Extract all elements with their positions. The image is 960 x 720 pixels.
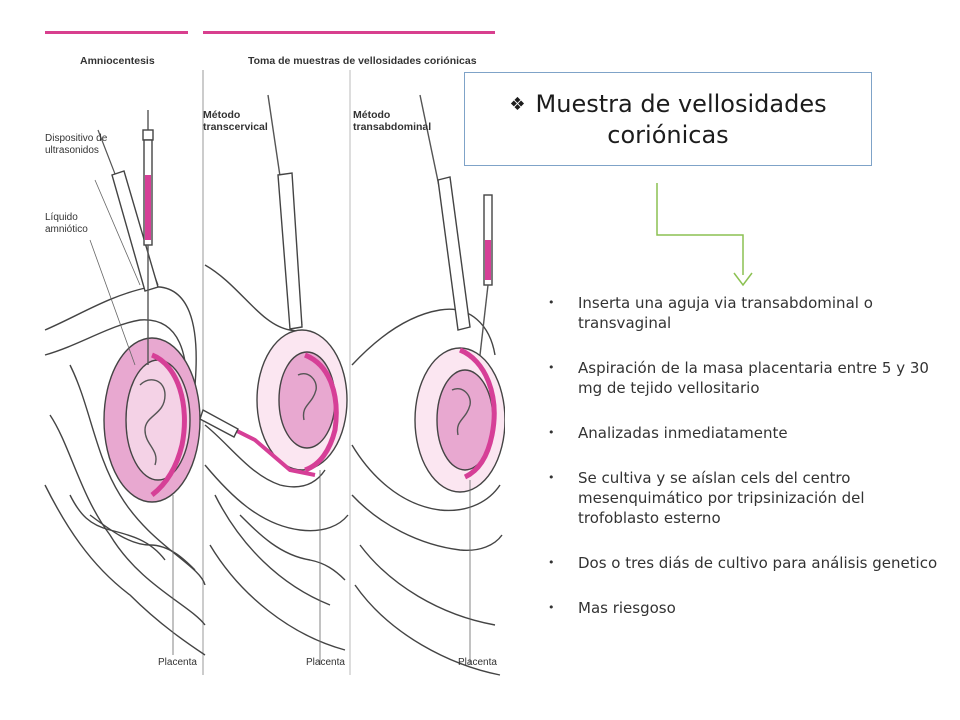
illustration-drawing bbox=[44, 31, 505, 676]
label-placenta-3: Placenta bbox=[458, 657, 497, 668]
label-liquido-amniotico: Líquido amniótico bbox=[45, 212, 88, 235]
list-item-text: Analizadas inmediatamente bbox=[578, 424, 788, 442]
list-item: • Dos o tres diás de cultivo para análisi… bbox=[548, 553, 948, 573]
bullet-dot-icon: • bbox=[548, 471, 555, 484]
label-placenta-2: Placenta bbox=[306, 657, 345, 668]
list-item-text: Se cultiva y se aíslan cels del centro m… bbox=[578, 469, 865, 527]
bullet-dot-icon: • bbox=[548, 426, 555, 439]
list-item: • Se cultiva y se aíslan cels del centro … bbox=[548, 468, 948, 528]
transabdominal-panel bbox=[351, 94, 505, 676]
slide-title-box: ❖ Muestra de vellosidades coriónicas bbox=[464, 72, 872, 166]
label-dispositivo-ultrasonidos: Dispositivo de ultrasonidos bbox=[45, 133, 108, 156]
diamond-bullet-icon: ❖ bbox=[509, 93, 526, 115]
bullet-dot-icon: • bbox=[548, 296, 555, 309]
slide-title-text: Muestra de vellosidades coriónicas bbox=[535, 89, 827, 149]
slide-title: ❖ Muestra de vellosidades coriónicas bbox=[465, 89, 871, 150]
list-item: • Aspiración de la masa placentaria entre… bbox=[548, 358, 948, 398]
amniocentesis-panel bbox=[44, 110, 206, 656]
list-item: • Analizadas inmediatamente bbox=[548, 423, 948, 443]
connector-arrow-icon bbox=[656, 183, 753, 287]
list-item-text: Inserta una aguja via transabdominal o t… bbox=[578, 294, 873, 332]
header-rule-left bbox=[45, 31, 188, 34]
label-metodo-transabdominal: Método transabdominal bbox=[353, 109, 432, 133]
list-item-text: Aspiración de la masa placentaria entre … bbox=[578, 359, 929, 397]
list-item: • Mas riesgoso bbox=[548, 598, 948, 618]
list-item-text: Mas riesgoso bbox=[578, 599, 676, 617]
transcervical-panel bbox=[199, 94, 349, 665]
label-placenta-1: Placenta bbox=[158, 657, 197, 668]
medical-illustration: Amniocentesis Toma de muestras de vellos… bbox=[40, 25, 505, 690]
label-metodo-transcervical: Método transcervical bbox=[203, 109, 268, 133]
bullet-list: • Inserta una aguja via transabdominal o … bbox=[548, 293, 948, 643]
list-item: • Inserta una aguja via transabdominal o … bbox=[548, 293, 948, 333]
panel-title-chorionic: Toma de muestras de vellosidades corióni… bbox=[248, 55, 477, 67]
bullet-dot-icon: • bbox=[548, 556, 555, 569]
list-item-text: Dos o tres diás de cultivo para análisis… bbox=[578, 554, 938, 572]
bullet-dot-icon: • bbox=[548, 601, 555, 614]
bullet-dot-icon: • bbox=[548, 361, 555, 374]
panel-title-amniocentesis: Amniocentesis bbox=[80, 55, 155, 67]
header-rule-right bbox=[203, 31, 495, 34]
